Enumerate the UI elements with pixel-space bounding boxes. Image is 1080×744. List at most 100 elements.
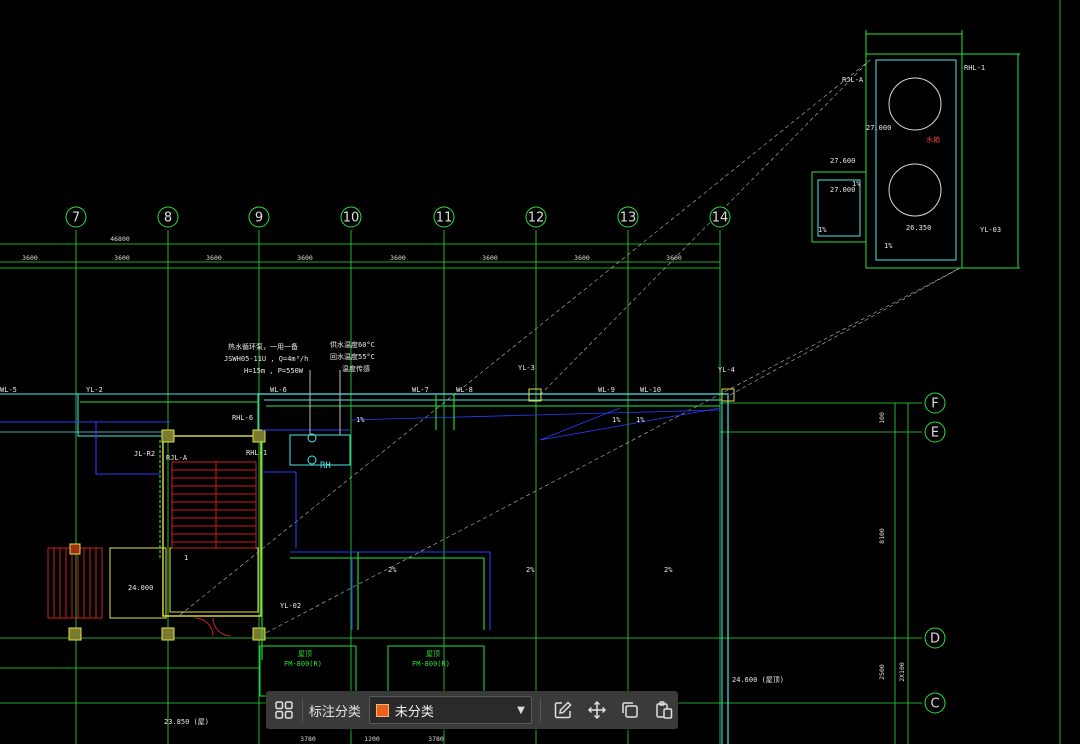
annotation-toolbar: 标注分类 未分类 ▼	[266, 691, 678, 729]
slope-mark: 2%	[664, 566, 673, 574]
level-mark: 27.000	[866, 124, 891, 132]
pipe-tag: WL-7	[412, 386, 429, 394]
pipe-tag: WL-6	[270, 386, 287, 394]
bay-dimension: 3600	[482, 254, 498, 262]
grid-bubble-label: 9	[255, 211, 263, 226]
category-dropdown-value: 未分类	[394, 704, 434, 720]
pipe-tag: RHL-6	[232, 414, 253, 422]
grid-bubble-label: D	[930, 632, 940, 647]
level-mark: 27.600	[830, 157, 855, 165]
pipe-tag: WL-9	[598, 386, 615, 394]
grid-icon[interactable]	[270, 696, 298, 724]
bay-dimension: 3600	[114, 254, 130, 262]
slope-mark: 1%	[636, 416, 645, 424]
grid-bubble	[924, 421, 946, 443]
paste-icon[interactable]	[650, 696, 678, 724]
dimension-text: 3780	[428, 735, 444, 743]
bay-dimension: 3600	[574, 254, 590, 262]
level-marks: 27.000 27.600 27.000 26.350 24.600 (屋顶) …	[128, 124, 931, 726]
grid-bubble	[525, 206, 547, 228]
category-dropdown[interactable]: 未分类 ▼	[368, 696, 532, 724]
category-color-swatch	[375, 703, 389, 717]
pump-equipment	[289, 370, 351, 466]
level-mark: 26.350	[906, 224, 931, 232]
pipe-tag: YL-4	[718, 366, 735, 374]
toolbar-separator	[539, 698, 541, 722]
grid-bubble	[924, 392, 946, 414]
bay-dimension: 3600	[297, 254, 313, 262]
grid-bubble	[157, 206, 179, 228]
annotate-category-label: 标注分类	[308, 704, 361, 720]
pipe-tag: WL-10	[640, 386, 661, 394]
bay-dimension: 3600	[206, 254, 222, 262]
pipe-network	[0, 395, 721, 660]
level-mark: 23.850 (屋)	[164, 718, 209, 726]
slope-mark: 2%	[526, 566, 535, 574]
dimension-text: 2500	[878, 664, 886, 680]
edit-icon[interactable]	[549, 696, 577, 724]
fan-label: FM-800(R)	[412, 660, 450, 668]
fan-rooms	[259, 645, 485, 697]
slope-mark: 1%	[852, 180, 861, 188]
bay-dimensions: 3600 3600 3600 3600 3600 3600 3600	[114, 254, 682, 262]
grid-bubble-label: 12	[528, 211, 545, 226]
slope-mark: 1%	[612, 416, 621, 424]
temp-note-line-2: 回水温度55°C	[330, 352, 375, 361]
left-edge-dimension: 3600	[22, 254, 38, 262]
pipe-tag: YL-03	[980, 226, 1001, 234]
dimension-text: 1200	[364, 735, 380, 743]
slope-mark: 1%	[356, 416, 365, 424]
room-labels: 屋顶 屋顶 FM-800(R) FM-800(R) 1 水箱	[184, 135, 940, 668]
grid-bubble-label: F	[931, 397, 938, 412]
slope-mark: 1%	[884, 242, 893, 250]
bay-dimension: 3600	[390, 254, 406, 262]
grid-bubble	[924, 692, 946, 714]
move-icon[interactable]	[583, 696, 611, 724]
grid-bubble-label: 11	[436, 211, 453, 226]
pump-note: 热水循环泵，一用一备 JSWH05-11U , Q=4m³/h H=15m , …	[224, 340, 375, 471]
pipe-tags: WL-5 YL-2 RHL-6 WL-6 WL-7 WL-8 YL-3 WL-9…	[0, 64, 1001, 610]
slope-marks: 1% 1% 1% 1% 1% 1% 2% 2% 2%	[356, 180, 893, 574]
dimension-text: 100	[878, 412, 886, 424]
grid-bubble	[65, 206, 87, 228]
grid-bubble	[709, 206, 731, 228]
grid-bubble-label: E	[931, 426, 939, 441]
bottom-dimensions: 3780 1200 3780	[300, 735, 444, 743]
grid-bubble-label: C	[930, 697, 939, 712]
grid-bubble-label: 13	[620, 211, 637, 226]
pipe-tag: YL-3	[518, 364, 535, 372]
temp-note-line-3: 温度传感	[342, 364, 370, 373]
grid-bubble-label: 14	[712, 211, 729, 226]
pipe-tag: RHL-1	[964, 64, 985, 72]
pipe-tag: WL-8	[456, 386, 473, 394]
leader-dashes	[179, 59, 961, 637]
dimension-text: 8100	[878, 528, 886, 544]
copy-icon[interactable]	[616, 696, 644, 724]
grid-bubble-label: 7	[72, 211, 80, 226]
level-mark: 24.600 (屋顶)	[732, 676, 784, 684]
dimension-text: 2X100	[898, 662, 906, 682]
bay-dimension: 3600	[666, 254, 682, 262]
grid-bubble	[248, 206, 270, 228]
pipe-tag: RJL-A	[166, 454, 188, 462]
fan-label: FM-800(R)	[284, 660, 322, 668]
pipe-tag: JL-R2	[134, 450, 155, 458]
room-label: 屋顶	[298, 650, 312, 658]
pump-note-line-3: H=15m , P=550W	[244, 367, 304, 375]
pipe-tag: RHL-1	[246, 449, 267, 457]
slope-mark: 2%	[388, 566, 397, 574]
room-label: 屋顶	[426, 650, 440, 658]
pipe-tag: WL-5	[0, 386, 17, 394]
pipe-tag: YL-2	[86, 386, 103, 394]
chevron-down-icon: ▼	[517, 704, 525, 716]
level-mark: 27.000	[830, 186, 855, 194]
grid-bubble	[340, 206, 362, 228]
pipe-tag: YL-02	[280, 602, 301, 610]
grid-bubble	[433, 206, 455, 228]
grid-bubble	[617, 206, 639, 228]
dimension-text: 3780	[300, 735, 316, 743]
pump-note-line-1: 热水循环泵，一用一备	[228, 342, 298, 351]
toolbar-separator	[301, 698, 303, 722]
